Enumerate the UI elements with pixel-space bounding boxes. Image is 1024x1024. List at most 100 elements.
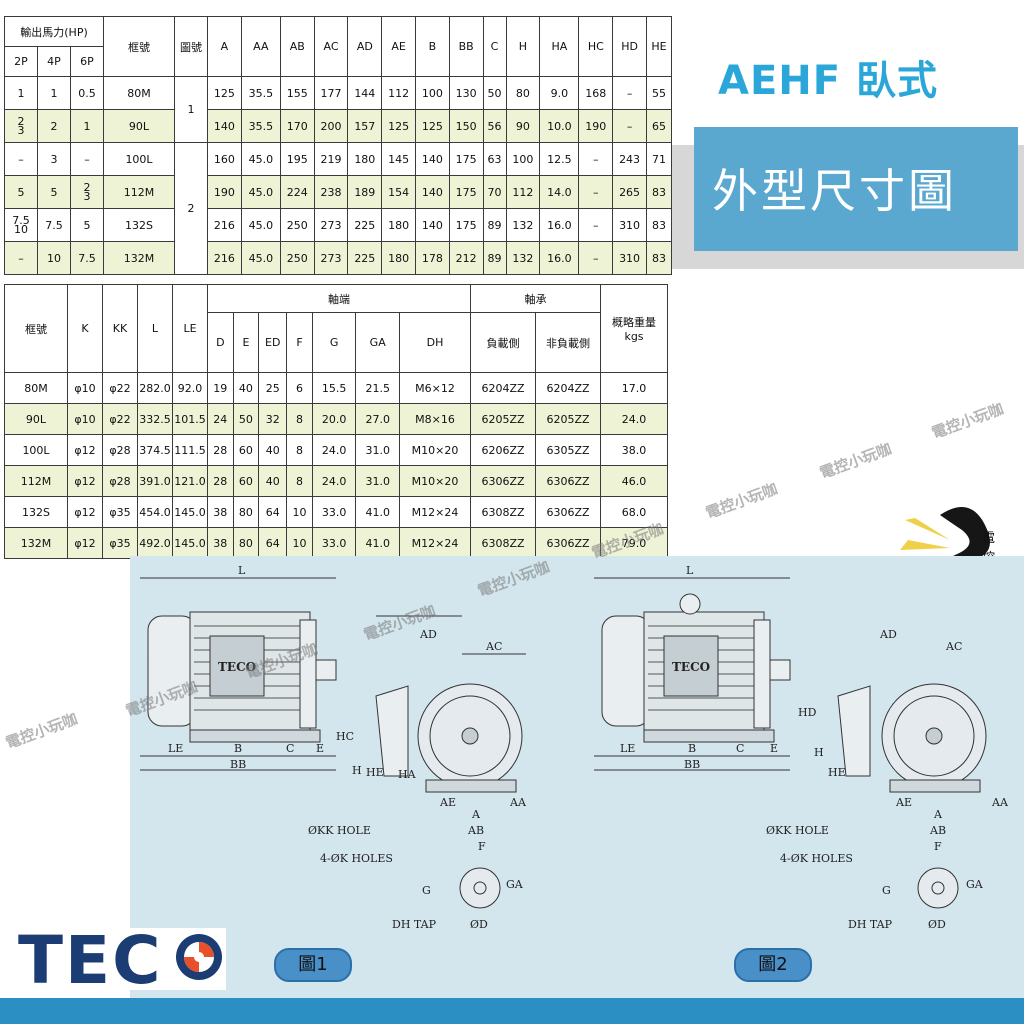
table-cell: 144 (347, 76, 383, 110)
table-cell: M6×12 (399, 372, 471, 404)
fig1-button[interactable]: 圖1 (274, 948, 352, 982)
table-cell: 19 (207, 372, 234, 404)
dim-label: L (238, 564, 246, 577)
table-cell: 8 (286, 434, 313, 466)
table-cell: φ28 (102, 434, 138, 466)
dimension-drawing: TECO L LE B BB C E AD AC HC H HE HA AE A… (130, 556, 1024, 998)
table-cell: 273 (313, 241, 349, 275)
dim-label: AC (945, 640, 962, 653)
table-cell: 178 (414, 241, 450, 275)
table-cell: 125 (207, 76, 242, 110)
dim-label: A (933, 808, 943, 821)
col-header: KK (102, 284, 138, 373)
table-cell: 492.0 (137, 527, 173, 559)
table-cell: 80 (232, 527, 260, 559)
table-cell: 7.5 (37, 208, 71, 242)
dim-label: H (814, 746, 824, 759)
table-cell: 273 (313, 208, 349, 242)
table-cell: 140 (414, 142, 450, 176)
table-cell: 243 (612, 142, 647, 176)
table-cell: 0.5 (70, 76, 104, 110)
table-cell: 46.0 (600, 465, 668, 497)
table-cell: 6308ZZ (470, 527, 536, 559)
table-cell: 225 (347, 208, 383, 242)
table-cell: 5 (4, 175, 38, 209)
dim-header: HA (539, 16, 580, 77)
table-cell: 1 (70, 109, 104, 143)
table-cell: 16.0 (539, 241, 580, 275)
table-cell: 38.0 (600, 434, 668, 466)
table-cell: 145.0 (172, 496, 208, 528)
table-cell: 20.0 (311, 403, 357, 435)
table-cell: 155 (279, 76, 315, 110)
motor-brand-text: TECO (672, 660, 710, 674)
table-cell: 374.5 (137, 434, 173, 466)
logo-text: TEC (18, 922, 163, 999)
table-cell: 56 (482, 109, 507, 143)
dim-label: AE (895, 796, 912, 809)
pole-header: 6P (70, 46, 104, 77)
table-cell: 216 (207, 241, 242, 275)
table-cell: 92.0 (172, 372, 208, 404)
table-cell: 7.5 (70, 241, 104, 275)
spec-table-shaft: 框號 K KK L LE 軸端 軸承 概略重量 kgs D E ED F G G… (4, 284, 668, 559)
table-cell: 35.5 (240, 76, 281, 110)
table-cell: 40 (258, 434, 288, 466)
table-cell: 225 (347, 241, 383, 275)
table-cell: 60 (232, 434, 260, 466)
pole-header: 2P (4, 46, 38, 77)
table-cell: 45.0 (240, 142, 281, 176)
table-cell: 190 (207, 175, 242, 209)
callout-label: ØKK HOLE (308, 824, 371, 837)
table-cell: 5 (37, 175, 71, 209)
col-header: E (232, 312, 260, 373)
fig2-button[interactable]: 圖2 (734, 948, 812, 982)
table-cell: 238 (313, 175, 349, 209)
table-cell: 64 (258, 527, 288, 559)
col-header: G (311, 312, 357, 373)
table-cell: 6204ZZ (470, 372, 536, 404)
table-cell: 112 (381, 76, 416, 110)
table-cell: 6306ZZ (470, 465, 536, 497)
table-cell: 90L (4, 403, 68, 435)
table-cell: 80M (4, 372, 68, 404)
table-cell: 55 (645, 76, 673, 110)
table-cell: 282.0 (137, 372, 173, 404)
callout-label: 4-ØK HOLES (320, 852, 393, 865)
table-cell: 50 (482, 76, 507, 110)
callout-label: F (934, 840, 942, 853)
fig-header: 圖號 (174, 16, 208, 77)
callout-label: ØD (470, 918, 488, 931)
table-cell: 132 (505, 208, 541, 242)
table-cell: φ22 (102, 372, 138, 404)
table-cell: 17.0 (600, 372, 668, 404)
table-cell: 89 (482, 241, 507, 275)
table-cell: 195 (279, 142, 315, 176)
dim-label: H (352, 764, 362, 777)
table-cell: 83 (645, 241, 673, 275)
table-cell: 38 (207, 527, 234, 559)
table-cell: 140 (414, 208, 450, 242)
page-title: 外型尺寸圖 (712, 164, 957, 218)
dim-label: BB (230, 758, 246, 771)
table-cell: 25 (258, 372, 288, 404)
dim-label: B (234, 742, 242, 755)
table-cell: 132M (103, 241, 175, 275)
table-cell: 170 (279, 109, 315, 143)
dim-header: HC (578, 16, 614, 77)
table-cell: φ35 (102, 496, 138, 528)
table-cell: M12×24 (399, 496, 471, 528)
callout-label: ØKK HOLE (766, 824, 829, 837)
table-cell: 177 (313, 76, 349, 110)
table-cell: φ12 (67, 465, 103, 497)
table-cell: 40 (232, 372, 260, 404)
dim-header: AA (240, 16, 281, 77)
dim-header: HE (645, 16, 673, 77)
table-cell: 125 (414, 109, 450, 143)
